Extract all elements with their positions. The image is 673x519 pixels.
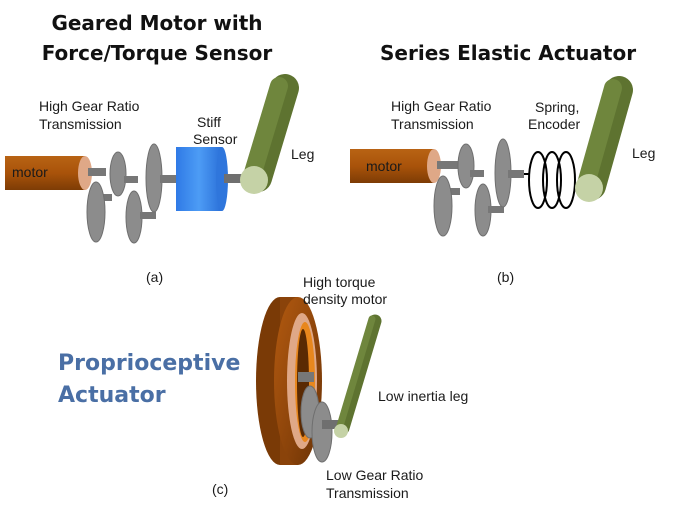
motor-a bbox=[5, 156, 85, 190]
panel-a-title-line1: Geared Motor with bbox=[51, 11, 263, 35]
leg-a-label: Leg bbox=[291, 146, 315, 162]
gear-a3 bbox=[125, 190, 143, 244]
motor-b-cap bbox=[427, 149, 441, 183]
spring bbox=[524, 151, 576, 209]
motor-c-label-2: density motor bbox=[303, 291, 388, 307]
transmission-c-label-1: Low Gear Ratio bbox=[326, 467, 424, 483]
stiff-sensor-label-2: Sensor bbox=[193, 131, 238, 147]
motor-c-label-1: High torque bbox=[303, 274, 376, 290]
panel-a-mechanism bbox=[5, 74, 299, 244]
caption-b: (b) bbox=[497, 269, 515, 285]
caption-a: (a) bbox=[146, 269, 164, 285]
leg-c-label: Low inertia leg bbox=[378, 388, 469, 404]
spring-label-1: Spring, bbox=[535, 99, 580, 115]
panel-c-title-line1: Proprioceptive bbox=[58, 351, 241, 376]
leg-b-label: Leg bbox=[632, 145, 656, 161]
gear-a4 bbox=[145, 143, 163, 213]
spring-label-2: Encoder bbox=[528, 116, 581, 132]
panel-a-transmission-label-1: High Gear Ratio bbox=[39, 98, 140, 114]
motor-a-cap bbox=[78, 156, 92, 190]
panel-c-title-line2: Actuator bbox=[58, 383, 166, 408]
gear-a2 bbox=[86, 181, 106, 243]
panel-b-transmission-label-2: Transmission bbox=[391, 116, 474, 132]
panel-b-title: Series Elastic Actuator bbox=[380, 41, 637, 65]
panel-b-mechanism bbox=[350, 76, 633, 237]
leg-c-knob bbox=[334, 424, 348, 438]
caption-c: (c) bbox=[212, 481, 229, 497]
motor-b bbox=[350, 149, 434, 183]
motor-a-label: motor bbox=[12, 164, 48, 180]
gear-c2 bbox=[311, 401, 333, 463]
motor-b-label: motor bbox=[366, 158, 402, 174]
gear-a1 bbox=[109, 151, 127, 197]
panel-c-mechanism bbox=[256, 297, 382, 465]
gear-b1 bbox=[457, 143, 475, 189]
panel-a-transmission-label-2: Transmission bbox=[39, 116, 122, 132]
leg-b-knob bbox=[575, 174, 603, 202]
stiff-sensor bbox=[176, 147, 222, 211]
transmission-c-label-2: Transmission bbox=[326, 485, 409, 501]
stiff-sensor-label-1: Stiff bbox=[197, 114, 221, 130]
panel-b-transmission-label-1: High Gear Ratio bbox=[391, 98, 492, 114]
gear-b2 bbox=[433, 175, 453, 237]
panel-a-title-line2: Force/Torque Sensor bbox=[41, 41, 273, 65]
leg-a-knob bbox=[240, 166, 268, 194]
